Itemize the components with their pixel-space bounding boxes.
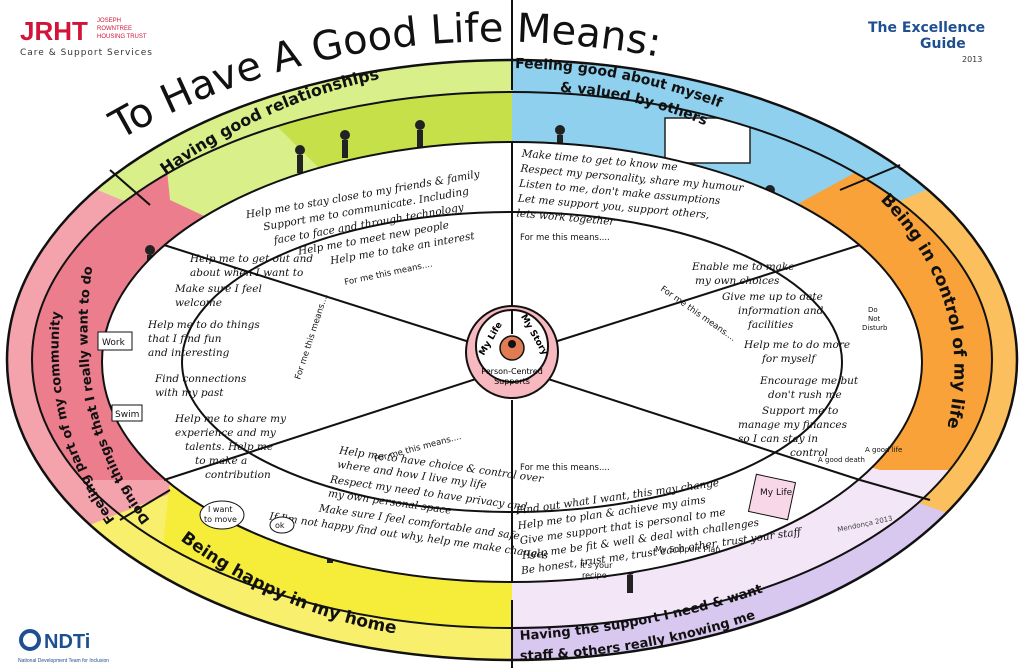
label-dnd-2: Not xyxy=(868,315,881,323)
com-line-12: to make a xyxy=(195,455,247,467)
label-support-plan: My Support Plan xyxy=(655,545,720,554)
label-good-death: A good death xyxy=(818,456,865,464)
label-recipe-2: recipe xyxy=(582,571,607,580)
label-move-1: I want xyxy=(208,505,233,514)
ctl-line-4: facilities xyxy=(747,319,794,331)
ndti-mark: NDTi xyxy=(44,631,90,653)
ctl-line-10: manage my finances xyxy=(738,419,848,431)
label-dnd-1: Do xyxy=(868,306,878,314)
com-line-2: Make sure I feel xyxy=(174,283,262,295)
valued-text: Make time to get to know me Respect my p… xyxy=(516,148,745,228)
svg-text:ROWNTREE: ROWNTREE xyxy=(97,26,132,32)
label-work: Work xyxy=(102,338,126,348)
com-line-3: welcome xyxy=(175,297,222,309)
label-swim: Swim xyxy=(115,410,139,420)
illustration-labels: Work Swim Do Not Disturb A good life A g… xyxy=(97,306,902,580)
com-line-1: about when I want to xyxy=(190,267,303,279)
ctl-line-0: Enable me to make xyxy=(691,261,795,273)
label-ok: ok xyxy=(275,521,285,530)
svg-text:HOUSING TRUST: HOUSING TRUST xyxy=(97,34,147,40)
ndti-icon xyxy=(19,629,41,651)
label-recipe-1: It's your xyxy=(580,561,613,570)
com-line-4: Help me to do things xyxy=(147,319,260,331)
com-line-9: Help me to share my xyxy=(174,413,287,425)
ctl-line-8: don't rush me xyxy=(768,389,842,401)
for-me-label-valued: For me this means.... xyxy=(520,233,610,243)
ctl-line-9: Support me to xyxy=(762,405,838,417)
com-line-0: Help me to get out and xyxy=(189,253,313,265)
community-text: Help me to get out and about when I want… xyxy=(147,253,313,481)
label-my-life-book: My Life xyxy=(760,488,793,498)
ctl-line-7: Encourage me but xyxy=(759,375,859,387)
center-bottom-1: Person-Centred xyxy=(481,367,543,376)
label-move-2: to move xyxy=(204,515,237,524)
ctl-line-2: Give me up to date xyxy=(722,291,823,303)
ctl-line-1: my own choices xyxy=(695,275,780,287)
label-dnd-3: Disturb xyxy=(862,324,888,332)
ctl-line-3: information and xyxy=(738,305,824,317)
svg-text:Guide: Guide xyxy=(920,36,966,52)
com-line-7: Find connections xyxy=(154,373,247,385)
svg-text:JOSEPH: JOSEPH xyxy=(97,18,121,24)
control-text: Enable me to make my own choices Give me… xyxy=(691,261,859,459)
ctl-line-5: Help me to do more xyxy=(743,339,850,351)
jrht-logo: JRHT JOSEPH ROWNTREE HOUSING TRUST Care … xyxy=(20,16,153,58)
jrht-mark: JRHT xyxy=(20,16,88,46)
center-badge: My Life My Story Person-Centred Supports xyxy=(465,305,559,399)
ctl-line-6: for myself xyxy=(761,353,817,365)
ndti-logo: NDTi National Development Team for Inclu… xyxy=(18,629,109,664)
excellence-guide-badge: The Excellence Guide 2013 xyxy=(868,20,985,64)
jrht-tagline: Care & Support Services xyxy=(20,48,153,58)
com-line-8: with my past xyxy=(155,387,224,399)
com-line-11: talents. Help me xyxy=(185,441,273,453)
for-me-label-support: For me this means.... xyxy=(520,463,610,473)
com-line-10: experience and my xyxy=(175,427,277,439)
com-line-6: and interesting xyxy=(148,347,230,359)
svg-text:2013: 2013 xyxy=(962,55,982,64)
center-bottom-2: Supports xyxy=(494,377,530,386)
svg-text:The Excellence: The Excellence xyxy=(868,20,985,36)
com-line-13: contribution xyxy=(205,469,271,481)
ctl-line-12: control xyxy=(790,447,828,459)
com-line-5: that I find fun xyxy=(148,333,222,345)
svg-text:National Development Team for: National Development Team for Inclusion xyxy=(18,658,109,664)
ctl-line-11: so I can stay in xyxy=(738,433,818,445)
section-dividers xyxy=(109,0,931,668)
label-good-life: A good life xyxy=(865,446,902,454)
